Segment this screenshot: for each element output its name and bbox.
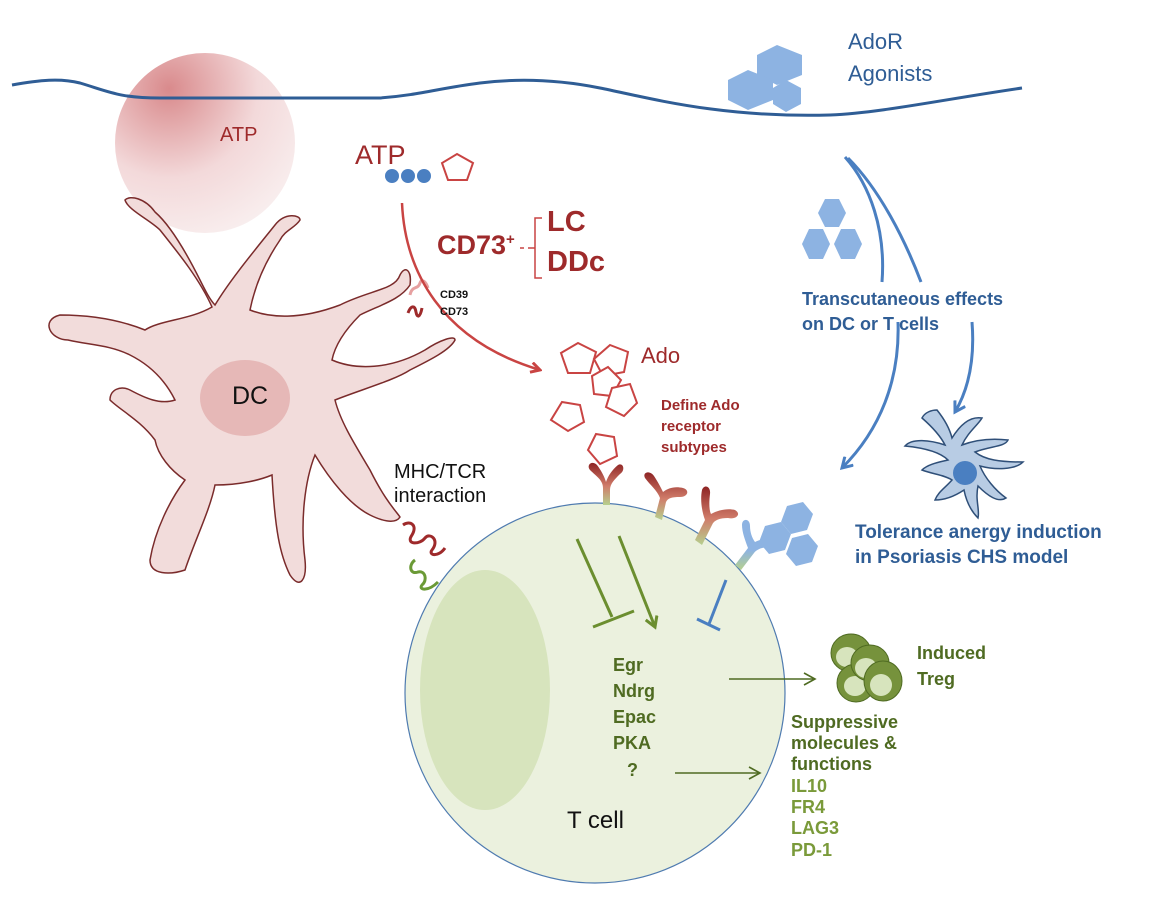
mhc-molecule-icon bbox=[402, 521, 447, 557]
ado-receptor-note-line3: subtypes bbox=[661, 439, 727, 456]
pentagon-icon bbox=[586, 432, 619, 466]
atp-to-ado-arrow bbox=[400, 202, 540, 370]
cd73-enzyme-label: CD73 bbox=[440, 306, 469, 318]
suppressive-heading-line2: molecules & bbox=[791, 733, 898, 753]
pentagon-icon bbox=[549, 400, 586, 433]
hexagon-icon bbox=[728, 70, 773, 110]
pentagon-icon bbox=[559, 341, 598, 374]
tcr-molecule-icon bbox=[409, 558, 440, 591]
treg-cluster-icon bbox=[830, 633, 903, 703]
hexagon-icon bbox=[834, 229, 862, 259]
dc-label: DC bbox=[232, 382, 269, 410]
suppressive-heading-line1: Suppressive bbox=[791, 712, 899, 732]
agonists-label-line2: Agonists bbox=[848, 61, 933, 86]
signal-egr: Egr bbox=[613, 655, 644, 675]
bound-agonist-hexagons bbox=[759, 502, 818, 566]
suppressive-item-lag3: LAG3 bbox=[791, 818, 840, 838]
cd73-enzyme-icon bbox=[406, 305, 424, 318]
phosphate-icon bbox=[401, 169, 415, 183]
atp-molecule-label: ATP bbox=[355, 140, 406, 170]
ado-receptor-3 bbox=[695, 486, 739, 545]
cd73-text: CD73 bbox=[437, 230, 507, 260]
nucleus-icon bbox=[953, 461, 977, 485]
transcutaneous-label-line1: Transcutaneous effects bbox=[802, 289, 1004, 309]
treg-cell-icon bbox=[863, 660, 903, 702]
mhc-label-line1: MHC/TCR bbox=[394, 461, 487, 483]
transcutaneous-line-1 bbox=[846, 156, 923, 283]
inhibition-arrow-green bbox=[575, 538, 635, 629]
skin-surface-line bbox=[11, 78, 1023, 117]
signal-epac: Epac bbox=[613, 707, 657, 727]
ribose-pentagon-icon bbox=[440, 152, 475, 181]
atp-molecule bbox=[385, 152, 475, 183]
treg-label-line2: Treg bbox=[917, 669, 956, 689]
ado-receptor-note-line2: receptor bbox=[661, 418, 722, 435]
arrow-to-tcell-blue bbox=[842, 321, 900, 468]
tcell-nucleus bbox=[420, 570, 550, 810]
adenosine-cluster bbox=[549, 341, 639, 466]
hexagon-icon bbox=[786, 534, 818, 566]
transcutaneous-line-2 bbox=[843, 156, 885, 283]
ado-label: Ado bbox=[641, 343, 681, 368]
dendritic-cell bbox=[48, 197, 456, 583]
signal-ndrg: Ndrg bbox=[613, 681, 655, 701]
tolerogenic-dc-icon bbox=[903, 409, 1025, 520]
hexagon-icon bbox=[757, 45, 802, 85]
t-cell bbox=[404, 502, 786, 884]
signal-unknown: ? bbox=[627, 760, 638, 780]
suppressive-heading-line3: functions bbox=[791, 754, 872, 774]
ado-receptor-note-line1: Define Ado bbox=[661, 397, 740, 414]
activation-arrow-green bbox=[617, 535, 655, 627]
tolerance-label-line1: Tolerance anergy induction bbox=[855, 522, 1102, 543]
agonists-label-line1: AdoR bbox=[848, 29, 904, 54]
transcutaneous-label-line2: on DC or T cells bbox=[802, 314, 940, 334]
pentagon-icon bbox=[604, 382, 639, 418]
agonist-hexagon-cluster-top bbox=[728, 45, 802, 112]
hexagon-icon bbox=[818, 199, 846, 227]
cd73-branch-ddc: DDc bbox=[547, 246, 606, 278]
cd39-enzyme-icon bbox=[408, 279, 430, 296]
hexagon-icon bbox=[802, 229, 830, 259]
cd73-label: CD73+ bbox=[437, 230, 515, 260]
ado-receptor-2 bbox=[644, 472, 688, 520]
dc-nucleus bbox=[200, 360, 290, 436]
phosphate-icon bbox=[417, 169, 431, 183]
treg-label-line1: Induced bbox=[917, 643, 987, 663]
cd39-label: CD39 bbox=[440, 289, 469, 301]
tcell-label: T cell bbox=[567, 807, 624, 834]
cd73-branch-lc: LC bbox=[547, 206, 586, 238]
mhc-label-line2: interaction bbox=[394, 485, 487, 507]
arrow-to-tolerance-dc bbox=[955, 321, 975, 412]
hexagon-icon bbox=[773, 80, 801, 112]
agonist-receptor bbox=[735, 519, 783, 570]
agonist-hexagon-cluster-mid bbox=[802, 199, 862, 259]
suppressive-item-il10: IL10 bbox=[791, 776, 828, 796]
suppressive-item-fr4: FR4 bbox=[791, 797, 826, 817]
phosphate-icon bbox=[385, 169, 399, 183]
tolerance-label-line2: in Psoriasis CHS model bbox=[855, 547, 1069, 568]
cd73-superscript: + bbox=[506, 231, 515, 248]
inhibition-arrow-blue bbox=[696, 579, 728, 632]
hexagon-icon bbox=[759, 522, 791, 554]
ado-receptor-1 bbox=[588, 462, 624, 505]
hexagon-icon bbox=[781, 502, 813, 534]
atp-cloud-label: ATP bbox=[220, 124, 258, 146]
signal-pka: PKA bbox=[613, 733, 652, 753]
cd73-bracket bbox=[520, 217, 542, 279]
suppressive-item-pd1: PD-1 bbox=[791, 840, 833, 860]
